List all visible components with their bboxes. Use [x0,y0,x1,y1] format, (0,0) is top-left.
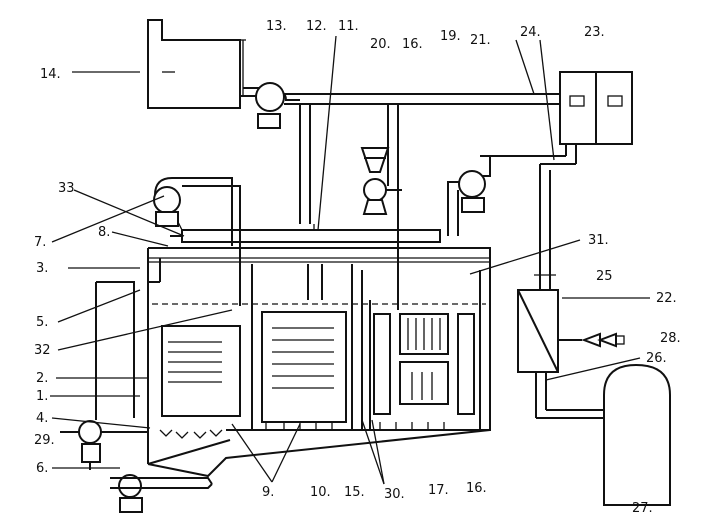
label-23: 23. [584,25,605,40]
separator-22 [517,289,604,419]
aerator-header [159,422,470,439]
label-10: 10. [310,485,331,500]
vessel-27 [603,363,671,506]
label-3: 3. [36,261,48,276]
partitions [251,264,481,430]
top-air-pipe [284,93,560,224]
riser-25 [534,164,556,290]
label-16-bottom: 16. [466,481,487,496]
label-16-top: 16. [402,37,423,52]
dosing-unit-20 [360,104,402,310]
label-27: 27. [632,501,653,516]
label-20: 20. [370,37,391,52]
membrane-module-left [161,325,241,417]
label-8: 8. [98,225,110,240]
label-26: 26. [646,351,667,366]
label-6: 6. [36,461,48,476]
membrane-module-right [373,313,475,415]
label-2: 2. [36,371,48,386]
label-25: 25 [596,269,613,284]
label-31: 31. [588,233,609,248]
label-9: 9. [262,485,274,500]
label-13: 13. [266,19,287,34]
label-32: 32 [34,343,51,358]
membrane-module-middle [261,311,347,423]
label-1: 1. [36,389,48,404]
controller-23 [480,71,633,165]
label-7: 7. [34,235,46,250]
label-5: 5. [36,315,48,330]
valve-28 [581,332,625,348]
label-33: 33 [58,181,75,196]
label-29: 29. [34,433,55,448]
blower-13 [240,82,300,129]
leader-lines [50,35,650,485]
labels: 14. 13. 12. 11. 20. 16. 19. 21. 24. 23. … [34,19,681,516]
label-17: 17. [428,483,449,498]
label-21: 21. [470,33,491,48]
blower-21 [447,155,491,236]
label-30: 30. [384,487,405,502]
label-11: 11. [338,19,359,34]
pump-29 [60,281,148,463]
label-28: 28. [660,331,681,346]
label-24: 24. [520,25,541,40]
tank-14 [147,19,246,109]
label-15: 15. [344,485,365,500]
distribution-header [170,221,441,243]
blower-7 [153,177,241,306]
label-14: 14. [40,67,61,82]
label-19: 19. [440,29,461,44]
label-12: 12. [306,19,327,34]
pump-bottom [89,462,213,513]
label-4: 4. [36,411,48,426]
label-22: 22. [656,291,677,306]
